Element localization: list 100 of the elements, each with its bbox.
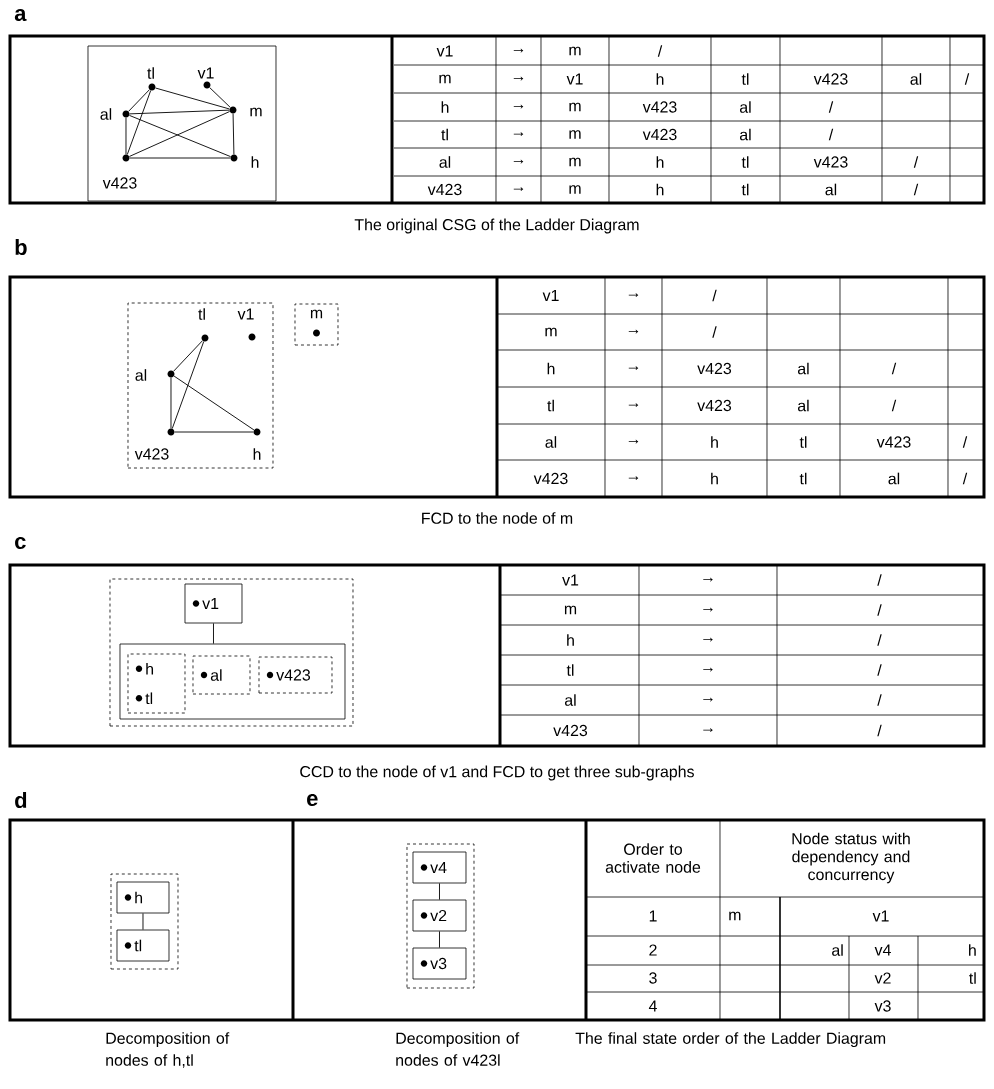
panel-letter: b (15, 238, 27, 256)
table-cell: al (439, 156, 451, 168)
table-cell: tl (441, 128, 448, 141)
table-cell: 2 (649, 944, 657, 956)
node-label: h (251, 156, 259, 168)
table-cell: / (828, 128, 834, 141)
table-cell: / (877, 694, 882, 706)
node-box: v3 (412, 947, 467, 980)
graph-vertex: al (135, 369, 175, 381)
node-label: v423 (102, 177, 137, 189)
table-cell: / (913, 156, 919, 168)
table-cell: al (545, 436, 557, 448)
graph-vertex: tl (198, 308, 209, 342)
connector-line (170, 377, 172, 429)
graph-vertex: m (229, 106, 262, 117)
table-cell: 1 (649, 910, 657, 922)
table-cell: h (656, 73, 664, 85)
table-cell: h (567, 634, 574, 646)
table-cell: → (513, 159, 524, 164)
table-cell: v423 (813, 156, 848, 168)
caption: The original CSG of the Ladder Diagram (354, 218, 639, 234)
table-cell: → (513, 76, 524, 81)
table-cell: / (712, 326, 717, 338)
table-cell: → (703, 607, 713, 612)
table-cell: h (441, 101, 449, 113)
table-cell: al (797, 399, 809, 412)
table-cell: m (729, 911, 741, 921)
table-cell: / (962, 436, 968, 448)
table-cell: h (656, 156, 664, 168)
table-cell: / (891, 362, 897, 375)
node-label: v423 (134, 448, 169, 460)
table-cell: → (703, 728, 713, 732)
graph-vertex: v423 (102, 154, 137, 189)
node-box: v4 (412, 851, 467, 884)
connector-line (142, 912, 144, 931)
node-label: tl (198, 308, 205, 320)
table-header: Order to activate node (605, 843, 701, 873)
node-box: tl (116, 929, 170, 962)
table-cell: h (711, 472, 718, 485)
table-cell: 4 (648, 1000, 657, 1012)
connector-line (129, 157, 231, 159)
table-cell: → (628, 403, 639, 407)
connector-line (173, 375, 255, 431)
connector-line (174, 431, 254, 433)
graph-vertex: v423 (134, 428, 175, 460)
table-cell: tl (566, 664, 574, 676)
graph-vertex: h (253, 428, 261, 460)
table-cell: / (964, 73, 970, 85)
dashed-node-box: h tl (127, 653, 186, 714)
connector-line (129, 109, 230, 115)
table-cell: v423 (876, 436, 911, 448)
connector-line (125, 117, 127, 155)
table-cell: / (913, 183, 919, 196)
table-cell: tl (799, 436, 807, 448)
table-cell: h (547, 362, 555, 375)
table-cell: tl (799, 472, 807, 485)
table-cell: m (564, 605, 577, 615)
panel-letter: a (14, 9, 27, 21)
table-cell: v423 (813, 73, 848, 85)
connector-line (209, 87, 231, 108)
table-cell: → (513, 187, 524, 191)
dashed-node-box: m (294, 303, 339, 346)
table-cell: v423 (642, 101, 677, 113)
table-cell: / (877, 604, 882, 616)
panel-letter: c (15, 537, 26, 549)
dashed-group-box (109, 578, 354, 727)
table-cell: al (739, 128, 751, 141)
table-cell: m (569, 130, 581, 139)
table-cell: v423 (533, 472, 568, 485)
table-cell: → (513, 48, 524, 53)
caption: The final state order of the Ladder Diagram (575, 1032, 886, 1048)
graph-vertex: v1 (197, 67, 214, 89)
table-cell: tl (969, 972, 976, 984)
connector-line (126, 90, 152, 155)
dashed-group-box (127, 302, 274, 469)
table-cell: v423 (642, 128, 677, 141)
table-cell: / (962, 472, 968, 485)
table-cell: v1 (872, 910, 889, 922)
table-cell: → (703, 697, 713, 702)
connector-line (128, 89, 150, 112)
table-cell: tl (547, 399, 554, 412)
table-cell: v2 (874, 972, 891, 984)
table-cell: / (657, 45, 663, 57)
dashed-node-box: al (192, 655, 251, 695)
table-cell: v423 (427, 183, 462, 196)
group-box (119, 643, 346, 720)
graph-vertex: tl (147, 67, 156, 91)
table-cell: h (656, 183, 664, 196)
node-box: v1 (184, 583, 243, 624)
table-cell: / (891, 399, 897, 412)
table-cell: v423 (697, 362, 732, 375)
panel-letter: d (15, 791, 27, 809)
connector-line (232, 113, 235, 155)
connector-line (155, 87, 230, 110)
node-label: h (253, 448, 261, 460)
node-box: h (116, 881, 170, 914)
node-label: m (250, 107, 262, 117)
table-cell: 3 (649, 972, 657, 984)
table-header: Node status with dependency and concurrency (792, 832, 910, 884)
caption: Decomposition of nodes of v423l (396, 1032, 520, 1066)
